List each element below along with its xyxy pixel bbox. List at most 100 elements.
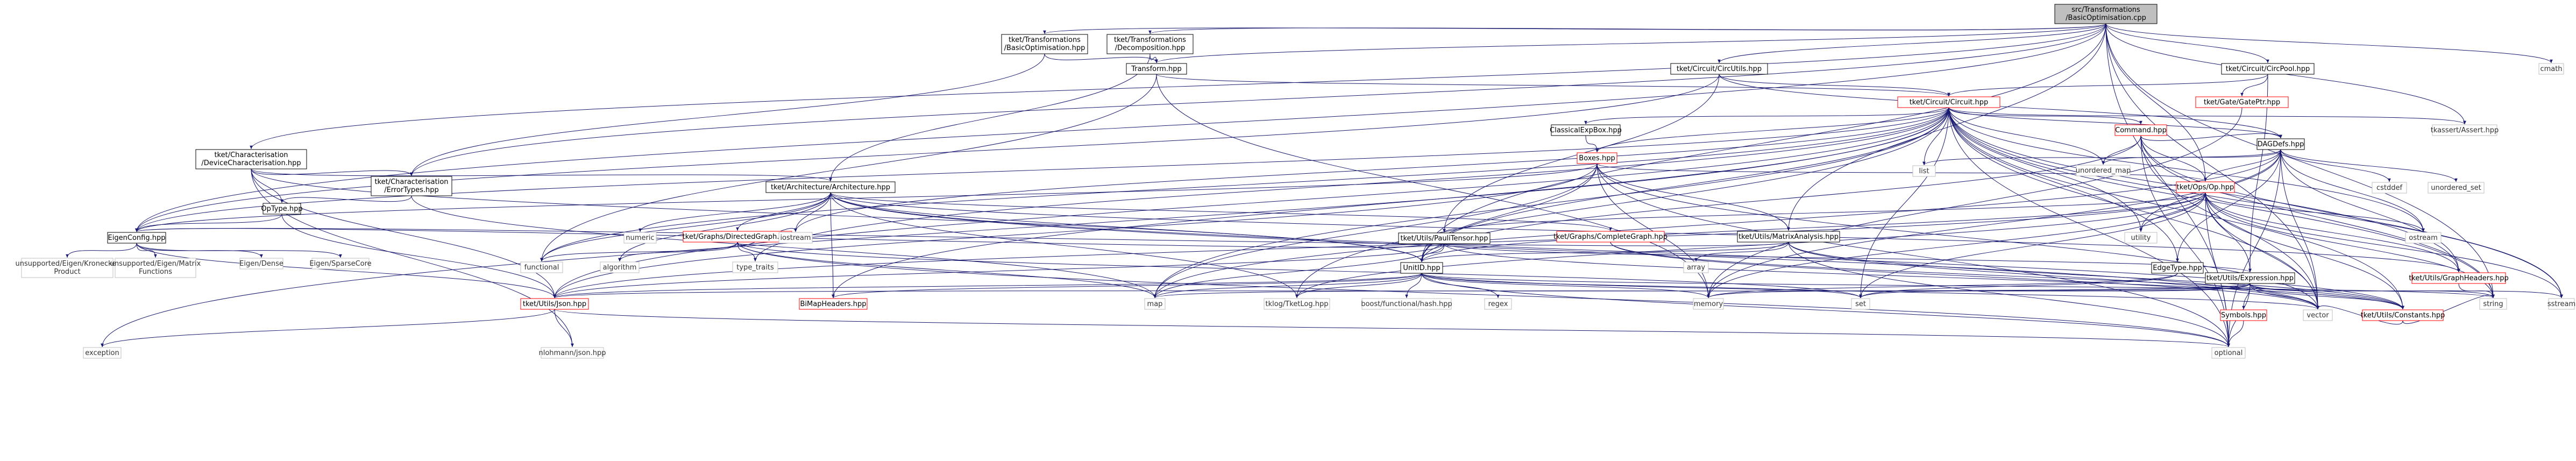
edge-root-to-char_errortypes_hpp — [410, 23, 2106, 176]
edge-transform_hpp-to-circuit_hpp — [1156, 74, 1950, 97]
node-circutils-hpp[interactable]: tket/Circuit/CircUtils.hpp — [1670, 63, 1768, 75]
node-gateptr-hpp[interactable]: tket/Gate/GatePtr.hpp — [2195, 96, 2289, 108]
node-box — [1361, 298, 1452, 310]
node-label: tket/Transformations — [1009, 36, 1081, 44]
edge-directedgraph_hpp-to-ext_type_traits — [737, 242, 757, 262]
node-box — [1001, 34, 1088, 54]
node-constants-hpp[interactable]: tket/Utils/Constants.hpp — [2361, 309, 2445, 321]
node-ext-type-traits: type_traits — [732, 261, 778, 273]
node-box — [1400, 262, 1443, 274]
edge-root-to-tr_decomp_hpp — [1148, 23, 2106, 34]
node-box — [2221, 63, 2315, 75]
node-ext-nlohmann: nlohmann/json.hpp — [539, 347, 606, 359]
node-char-devicechar-hpp[interactable]: tket/Characterisation/DeviceCharacterisa… — [195, 149, 307, 169]
node-ext-tklog: tklog/TketLog.hpp — [1264, 298, 1330, 310]
node-box — [1912, 165, 1936, 177]
edge-char_devicechar_hpp-to-json_hpp — [251, 168, 556, 299]
edge-dagdefs_hpp-to-ext_map — [1153, 149, 2281, 299]
edge-directedgraph_hpp-to-ext_optional — [737, 242, 2230, 347]
edge-arch_hpp-to-ext_algorithm — [618, 192, 831, 262]
node-ext-unordered-map: unordered_map — [2076, 165, 2131, 176]
node-ext-functional: functional — [520, 261, 563, 273]
node-box — [600, 261, 640, 273]
node-arch-hpp[interactable]: tket/Architecture/Architecture.hpp — [765, 181, 896, 193]
edge-directedgraph_hpp-to-ext_algorithm — [618, 242, 738, 262]
node-box — [2151, 262, 2204, 274]
edge-matrixanalysis_hpp-to-eigenconfig_hpp — [135, 228, 1789, 246]
node-bimapheaders-hpp[interactable]: BiMapHeaders.hpp — [799, 298, 868, 310]
node-box — [2432, 124, 2497, 136]
node-json-hpp[interactable]: tket/Utils/Json.hpp — [520, 298, 589, 310]
node-label: numeric — [626, 234, 654, 242]
edge-paulitensor_hpp-to-json_hpp — [553, 243, 1445, 299]
node-eigenconfig-hpp[interactable]: EigenConfig.hpp — [107, 232, 166, 244]
node-label: nlohmann/json.hpp — [539, 349, 606, 357]
edge-dagdefs_hpp-to-op_hpp — [2204, 149, 2281, 182]
node-box — [732, 261, 778, 273]
node-label: iostream — [780, 234, 811, 242]
node-char-errortypes-hpp[interactable]: tket/Characterisation/ErrorTypes.hpp — [371, 176, 452, 196]
edge-matrixanalysis_hpp-to-ext_vector — [1788, 242, 2319, 310]
node-box — [115, 258, 196, 278]
node-box — [2256, 138, 2305, 150]
node-label: tket/Ops/Op.hpp — [2177, 183, 2234, 192]
node-box — [2195, 96, 2289, 108]
node-box — [239, 258, 283, 269]
node-classicalexpbox-hpp[interactable]: ClassicalExpBox.hpp — [1550, 124, 1622, 136]
node-completegraph-hpp[interactable]: tket/Graphs/CompleteGraph.hpp — [1553, 231, 1667, 243]
node-boxes-hpp[interactable]: Boxes.hpp — [1577, 152, 1617, 164]
edge-transform_hpp-to-ext_memory — [1156, 74, 1710, 299]
node-optype-hpp[interactable]: OpType.hpp — [261, 203, 303, 215]
edge-op_hpp-to-constants_hpp — [2205, 192, 2404, 310]
edge-circuit_hpp-to-ext_string — [1948, 107, 2495, 299]
node-graphheaders-hpp[interactable]: tket/Utils/GraphHeaders.hpp — [2409, 272, 2509, 284]
node-unitid-hpp[interactable]: UnitID.hpp — [1400, 262, 1443, 274]
node-ext-array: array — [1683, 261, 1709, 273]
edge-eigenconfig_hpp-to-ext_eigen_kron — [66, 243, 137, 258]
edge-command_hpp-to-op_hpp — [2140, 135, 2207, 182]
node-ext-regex: regex — [1484, 298, 1512, 310]
edge-dagdefs_hpp-to-ext_unordered_set — [2280, 149, 2458, 182]
node-paulitensor-hpp[interactable]: tket/Utils/PauliTensor.hpp — [1398, 232, 1491, 244]
node-circuit-hpp[interactable]: tket/Circuit/Circuit.hpp — [1897, 96, 2000, 108]
edge-unitid_hpp-to-ext_regex — [1421, 273, 1500, 299]
node-box — [623, 232, 657, 244]
node-tkassert-hpp: tkassert/Assert.hpp — [2431, 124, 2499, 136]
node-edgetype-hpp[interactable]: EdgeType.hpp — [2151, 262, 2204, 274]
node-tr-decomp-hpp[interactable]: tket/Transformations/Decomposition.hpp — [1106, 34, 1194, 54]
node-box — [2076, 165, 2131, 176]
node-ext-exception: exception — [83, 347, 122, 359]
edge-command_hpp-to-ext_unordered_map — [2102, 135, 2141, 165]
edge-arch_hpp-to-constants_hpp — [830, 192, 2404, 310]
node-box — [520, 298, 589, 310]
edge-op_hpp-to-json_hpp — [553, 192, 2206, 299]
edge-expression_hpp-to-json_hpp — [553, 283, 2251, 299]
node-op-hpp[interactable]: tket/Ops/Op.hpp — [2176, 181, 2235, 193]
node-label: regex — [1488, 300, 1508, 308]
node-box — [2124, 232, 2158, 244]
node-label: memory — [1694, 300, 1723, 308]
node-label: /BasicOptimisation.hpp — [1004, 44, 1085, 52]
node-box — [2303, 309, 2333, 321]
edge-directedgraph_hpp-to-ext_set — [737, 242, 1862, 299]
edge-arch_hpp-to-directedgraph_hpp — [736, 192, 831, 231]
edge-dagdefs_hpp-to-ext_ostream — [2280, 149, 2425, 232]
edge-op_hpp-to-paulitensor_hpp — [1443, 192, 2206, 233]
node-symbols-hpp[interactable]: Symbols.hpp — [2220, 309, 2267, 321]
node-expression-hpp[interactable]: tket/Utils/Expression.hpp — [2205, 272, 2295, 284]
edge-circuit_hpp-to-eigenconfig_hpp — [135, 107, 1949, 232]
node-label: tklog/TketLog.hpp — [1265, 300, 1328, 308]
node-transform-hpp[interactable]: Transform.hpp — [1126, 63, 1187, 75]
node-box — [2362, 309, 2444, 321]
node-command-hpp[interactable]: Command.hpp — [2114, 124, 2167, 136]
node-directedgraph-hpp[interactable]: tket/Graphs/DirectedGraph.hpp — [683, 231, 793, 243]
edge-circuit_hpp-to-constants_hpp — [1948, 107, 2404, 310]
node-dagdefs-hpp[interactable]: DAGDefs.hpp — [2256, 138, 2305, 150]
node-ext-sstream: sstream — [2547, 298, 2575, 310]
node-circpool-hpp[interactable]: tket/Circuit/CircPool.hpp — [2221, 63, 2315, 75]
node-tr-basicopt-hpp[interactable]: tket/Transformations/BasicOptimisation.h… — [1001, 34, 1088, 54]
node-label: tket/Circuit/Circuit.hpp — [1910, 98, 1989, 107]
node-matrixanalysis-hpp[interactable]: tket/Utils/MatrixAnalysis.hpp — [1737, 231, 1840, 243]
edge-completegraph_hpp-to-ext_vector — [1610, 242, 2319, 310]
node-label: cmath — [2540, 65, 2562, 73]
